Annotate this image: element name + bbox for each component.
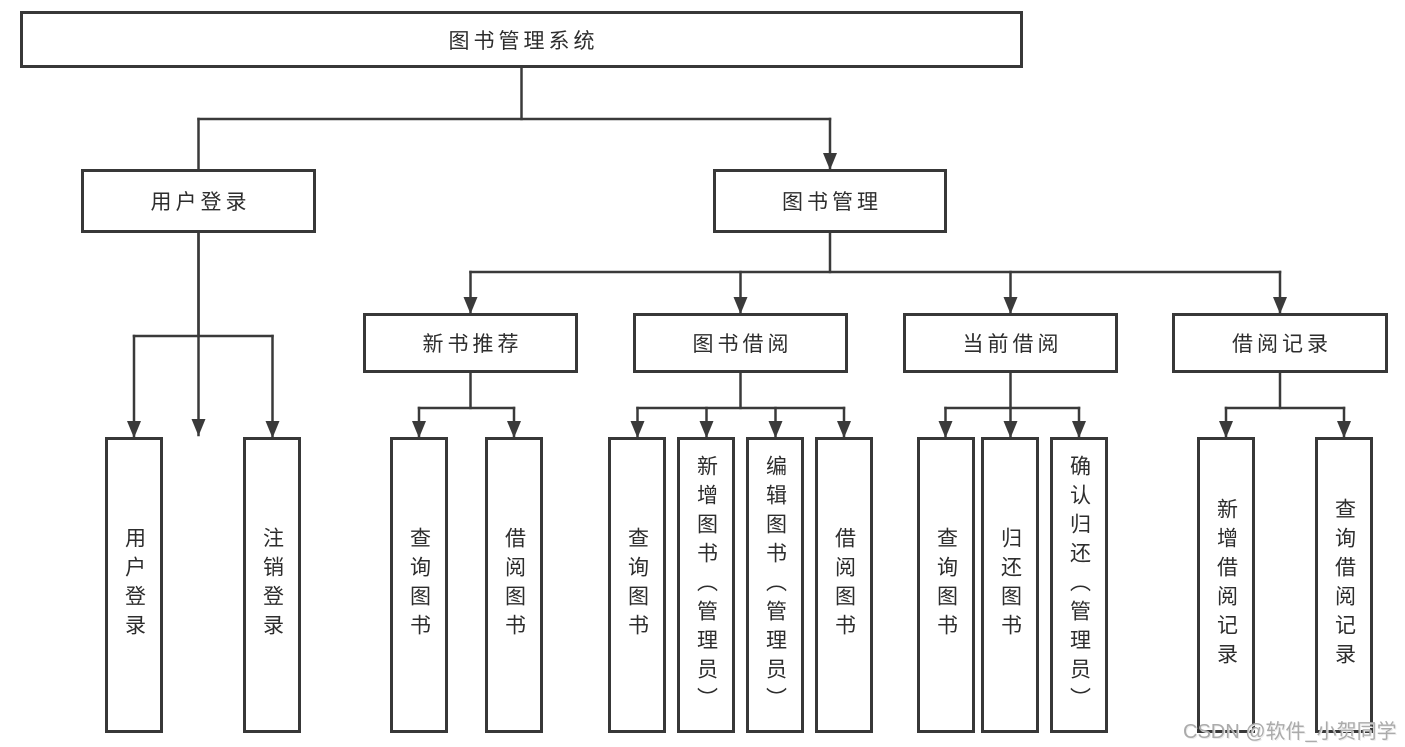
watermark: CSDN @软件_小贺同学: [1183, 721, 1397, 743]
node-new-book-recommend: 新书推荐: [363, 313, 578, 373]
node-new-book-recommend-label: 新书推荐: [422, 333, 523, 356]
node-user-login-label: 用户登录: [150, 191, 251, 214]
leaf-query-books-borrow: 查询图书: [608, 437, 666, 733]
leaf-query-books-current: 查询图书: [917, 437, 975, 733]
node-root-label: 图书管理系统: [448, 29, 599, 53]
leaf-query-books-newbook-label: 查询图书: [407, 527, 431, 643]
node-current-borrow: 当前借阅: [903, 313, 1118, 373]
leaf-add-book-admin-label: 新增图书（管理员）: [694, 454, 718, 716]
node-borrow-records: 借阅记录: [1172, 313, 1388, 373]
leaf-borrow-books-newbook-label: 借阅图书: [502, 527, 526, 643]
node-book-management-label: 图书管理: [782, 191, 882, 214]
leaf-confirm-return-admin-label: 确认归还（管理员）: [1067, 454, 1091, 716]
leaf-user-login: 用户登录: [105, 437, 163, 733]
leaf-edit-book-admin-label: 编辑图书（管理员）: [763, 454, 787, 716]
node-current-borrow-label: 当前借阅: [962, 333, 1063, 356]
leaf-confirm-return-admin: 确认归还（管理员）: [1050, 437, 1108, 733]
leaf-logout-label: 注销登录: [260, 527, 284, 643]
leaf-query-borrow-record-label: 查询借阅记录: [1332, 498, 1356, 672]
leaf-borrow-books-newbook: 借阅图书: [485, 437, 543, 733]
leaf-return-book: 归还图书: [981, 437, 1039, 733]
leaf-edit-book-admin: 编辑图书（管理员）: [746, 437, 804, 733]
node-borrow-records-label: 借阅记录: [1232, 333, 1332, 356]
leaf-query-books-current-label: 查询图书: [934, 527, 958, 643]
node-book-borrow: 图书借阅: [633, 313, 848, 373]
leaf-borrow-books-borrow-label: 借阅图书: [832, 527, 856, 643]
node-root: 图书管理系统: [20, 11, 1023, 68]
leaf-add-borrow-record: 新增借阅记录: [1197, 437, 1255, 733]
node-user-login: 用户登录: [81, 169, 316, 233]
leaf-logout: 注销登录: [243, 437, 301, 733]
leaf-query-borrow-record: 查询借阅记录: [1315, 437, 1373, 733]
leaf-add-borrow-record-label: 新增借阅记录: [1214, 498, 1238, 672]
leaf-user-login-label: 用户登录: [122, 527, 146, 643]
leaf-query-books-newbook: 查询图书: [390, 437, 448, 733]
leaf-return-book-label: 归还图书: [998, 527, 1022, 643]
leaf-add-book-admin: 新增图书（管理员）: [677, 437, 735, 733]
leaf-query-books-borrow-label: 查询图书: [625, 527, 649, 643]
leaf-borrow-books-borrow: 借阅图书: [815, 437, 873, 733]
node-book-borrow-label: 图书借阅: [692, 333, 793, 356]
node-book-management: 图书管理: [713, 169, 947, 233]
